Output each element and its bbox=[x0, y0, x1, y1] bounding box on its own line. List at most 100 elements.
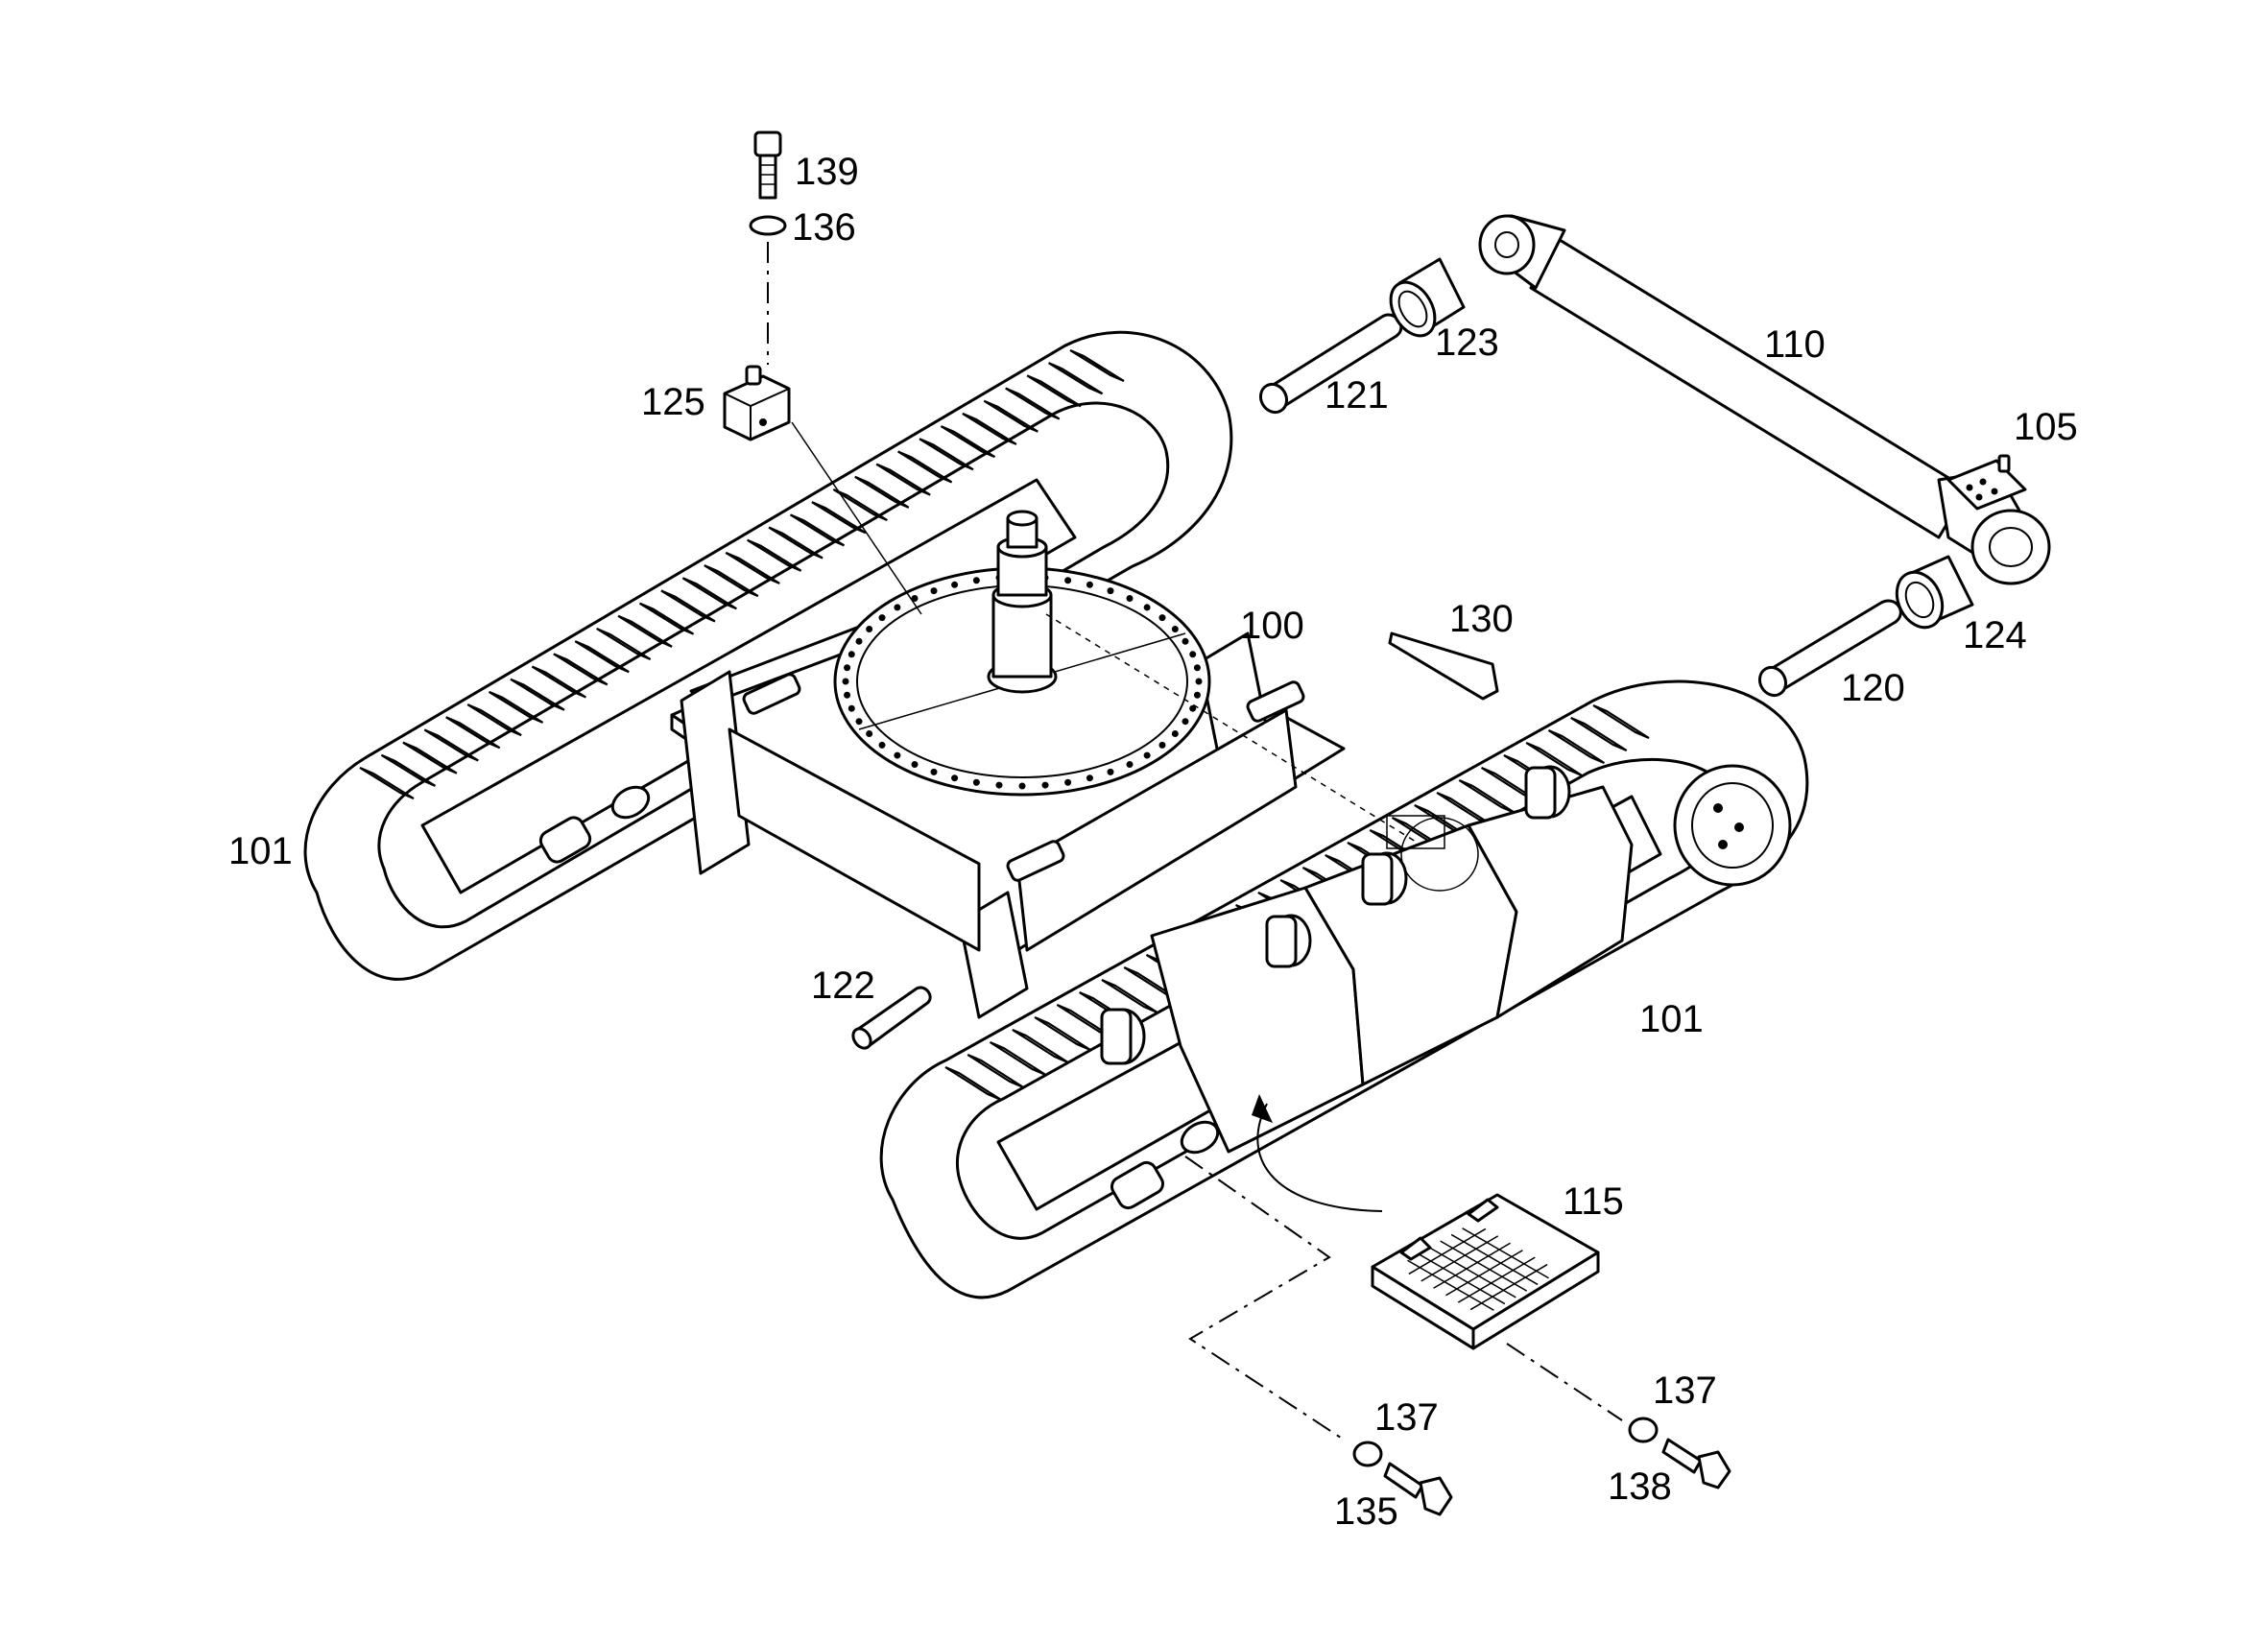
callout-120: 120 bbox=[1841, 667, 1905, 709]
ring-bolt bbox=[972, 577, 980, 584]
track-shoe bbox=[553, 653, 609, 686]
bushing-124-icon bbox=[1895, 555, 1974, 630]
right-crawler-track bbox=[879, 679, 1809, 1299]
bolt-138-icon bbox=[1661, 1438, 1731, 1489]
ring-bolt bbox=[1171, 730, 1179, 737]
track-shoe bbox=[1069, 348, 1125, 383]
track-shoe bbox=[488, 690, 544, 724]
track-shoe bbox=[1048, 362, 1104, 395]
callout-124: 124 bbox=[1963, 614, 2027, 656]
ring-bolt bbox=[866, 626, 873, 632]
grille-bar bbox=[1469, 1263, 1548, 1311]
track-shoe bbox=[380, 753, 437, 787]
travel-motors bbox=[1100, 765, 1571, 1065]
callout-138: 138 bbox=[1608, 1465, 1672, 1508]
ring-bolt bbox=[930, 768, 938, 775]
ring-bolt bbox=[1064, 778, 1072, 786]
ring-bolt bbox=[1107, 587, 1114, 595]
track-shoe bbox=[1012, 1028, 1069, 1064]
callout-139: 139 bbox=[795, 151, 859, 193]
ring-bolt bbox=[878, 741, 886, 749]
ring-bolt bbox=[1086, 581, 1093, 588]
callout-122: 122 bbox=[811, 965, 875, 1007]
grille-bar bbox=[1440, 1240, 1528, 1292]
callout-130: 130 bbox=[1449, 598, 1514, 640]
ring-bolt bbox=[1182, 718, 1189, 726]
track-shoe bbox=[944, 1065, 1002, 1102]
track-shoe bbox=[789, 513, 846, 547]
track-shoe bbox=[423, 728, 479, 762]
washer-136-icon bbox=[749, 215, 787, 236]
grille-bar bbox=[1428, 1247, 1516, 1299]
track-shoe bbox=[466, 703, 522, 737]
bolt-139-icon bbox=[753, 131, 782, 200]
ring-bolt bbox=[1195, 678, 1203, 685]
ring-bolt bbox=[951, 581, 959, 588]
grille-bar bbox=[1408, 1227, 1487, 1275]
grille-bar bbox=[1433, 1242, 1511, 1289]
ring-bolt bbox=[1171, 626, 1179, 632]
track-shoe bbox=[725, 551, 780, 584]
ring-bolt bbox=[1189, 651, 1197, 658]
track-shoe bbox=[832, 488, 888, 522]
ring-bolt bbox=[866, 730, 873, 737]
ring-bolt bbox=[1158, 741, 1166, 749]
carbody-frame bbox=[670, 510, 1571, 1212]
ring-bolt bbox=[1041, 781, 1049, 789]
ring-bolt bbox=[1158, 614, 1166, 622]
grille-bar bbox=[1445, 1250, 1523, 1297]
ring-bolt bbox=[1086, 774, 1093, 782]
track-shoe bbox=[445, 716, 501, 750]
callout-105: 105 bbox=[2014, 406, 2078, 448]
washer-137-left-icon bbox=[1352, 1441, 1383, 1467]
callout-121: 121 bbox=[1325, 374, 1389, 417]
track-shoe bbox=[704, 564, 759, 598]
ring-bolt bbox=[995, 781, 1003, 789]
pin-120-icon bbox=[1757, 599, 1902, 698]
ring-bolt bbox=[848, 704, 855, 712]
ring-bolt bbox=[1126, 760, 1134, 768]
callout-137-left: 137 bbox=[1374, 1396, 1439, 1439]
track-shoe bbox=[989, 1040, 1047, 1077]
grille-bar bbox=[1407, 1259, 1494, 1311]
wedge-130-icon bbox=[1388, 631, 1499, 701]
track-shoe bbox=[531, 665, 586, 699]
track-shoe bbox=[1034, 1015, 1091, 1052]
track-shoe bbox=[660, 589, 716, 623]
ring-bolt bbox=[951, 774, 959, 782]
ring-bolt bbox=[911, 595, 919, 603]
callout-110: 110 bbox=[1764, 323, 1826, 366]
grille-bar bbox=[1420, 1235, 1499, 1282]
ring-bolt bbox=[1107, 768, 1114, 775]
callout-136: 136 bbox=[792, 206, 856, 249]
ring-bolt bbox=[894, 604, 901, 611]
callout-123: 123 bbox=[1435, 322, 1499, 364]
ring-bolt bbox=[1193, 691, 1201, 699]
track-shoe bbox=[919, 438, 974, 471]
track-shoe bbox=[574, 640, 630, 674]
grille-bar bbox=[1450, 1233, 1539, 1286]
callout-100: 100 bbox=[1240, 605, 1304, 647]
leader-135 bbox=[1184, 1156, 1345, 1441]
leader-138 bbox=[1506, 1343, 1623, 1421]
track-shoe bbox=[875, 463, 931, 496]
track-shoe bbox=[1592, 703, 1650, 740]
grille-bar bbox=[1418, 1252, 1506, 1305]
track-shoe bbox=[983, 399, 1039, 433]
track-shoe bbox=[510, 678, 565, 711]
ring-bolt bbox=[1018, 782, 1026, 790]
ring-bolt bbox=[1182, 637, 1189, 645]
track-shoe bbox=[359, 766, 415, 800]
track-shoe bbox=[1570, 716, 1628, 752]
callout-101-left: 101 bbox=[228, 830, 293, 872]
pin-122-icon bbox=[851, 986, 932, 1050]
track-shoe bbox=[1005, 387, 1061, 420]
cylinder-110-icon bbox=[1478, 214, 2051, 585]
ring-bolt bbox=[930, 587, 938, 595]
track-shoe bbox=[747, 538, 802, 572]
callout-137-right: 137 bbox=[1653, 1370, 1717, 1412]
ring-bolt bbox=[855, 718, 863, 726]
callout-135: 135 bbox=[1334, 1490, 1398, 1533]
track-shoe bbox=[768, 526, 824, 560]
